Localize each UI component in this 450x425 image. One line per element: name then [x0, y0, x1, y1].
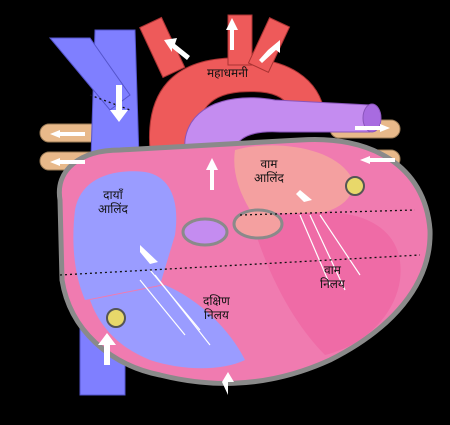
- right-ventricle-label-line2: निलय: [203, 308, 229, 322]
- sa-node: [106, 308, 126, 328]
- right-atrium: [73, 171, 177, 300]
- right-ventricle-label: दक्षिण निलय: [203, 294, 230, 322]
- vena-cava-branch: [48, 37, 131, 111]
- av-node: [345, 176, 365, 196]
- right-ventricle-label-line1: दक्षिण: [203, 294, 230, 308]
- left-ventricle-label-line1: वाम: [323, 263, 341, 277]
- right-ventricle: [90, 285, 245, 369]
- arrow-pv-2: [50, 158, 85, 166]
- arrow-aorta-right: [259, 40, 280, 63]
- pulmonary-artery-opening: [362, 103, 382, 133]
- left-ventricle: [250, 212, 401, 355]
- left-atrium-label: वाम आलिंद: [254, 157, 284, 185]
- chordae-tendineae: [139, 214, 361, 346]
- arrow-pa-up: [206, 158, 218, 190]
- right-atrium-label-line1: दायाँ: [103, 188, 123, 202]
- left-ventricle-label-line2: निलय: [320, 277, 345, 291]
- left-ventricle-label: वाम निलय: [320, 263, 345, 291]
- arrow-pv-4: [360, 156, 395, 164]
- arrow-aorta-left: [164, 38, 190, 60]
- arrow-apex: [222, 372, 234, 395]
- right-atrium-label-line2: आलिंद: [98, 202, 128, 216]
- arrow-aorta-up: [226, 18, 238, 50]
- arrow-ra-rv: [140, 245, 158, 264]
- right-atrium-label: दायाँ आलिंद: [98, 188, 128, 216]
- pulmonary-valve: [181, 217, 229, 247]
- arrow-la-lv: [296, 190, 312, 202]
- aortic-valve: [232, 208, 284, 240]
- arrow-pv-1: [50, 130, 85, 138]
- left-atrium-label-line2: आलिंद: [254, 171, 284, 185]
- arrow-ivc: [98, 333, 116, 365]
- aorta-label: महाधमनी: [207, 66, 248, 80]
- flow-arrows: [50, 18, 395, 365]
- arrow-svc: [110, 85, 128, 122]
- left-atrium-label-line1: वाम: [260, 157, 278, 171]
- left-atrium: [234, 145, 353, 215]
- arrow-pv-3: [355, 124, 390, 132]
- conduction-lines: [59, 94, 421, 276]
